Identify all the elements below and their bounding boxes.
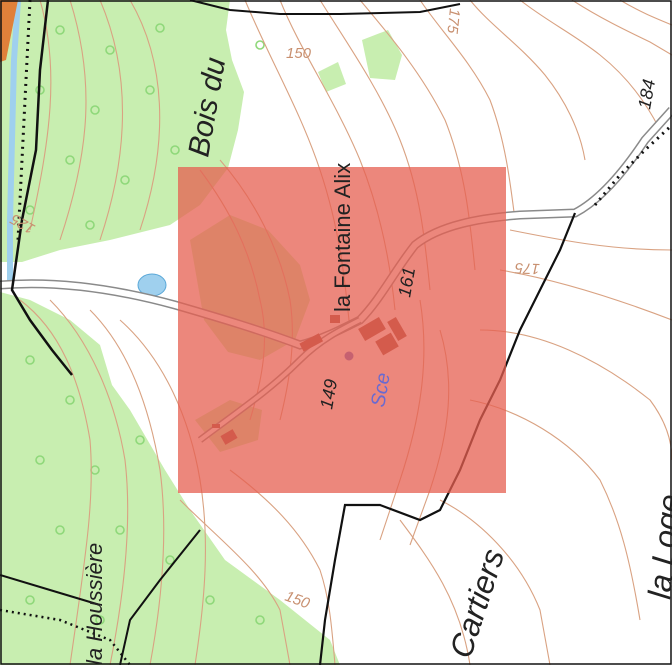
boundary-top bbox=[189, 0, 461, 15]
boundary-dotted-west bbox=[16, 0, 32, 241]
boundary-lower-left bbox=[0, 574, 101, 606]
contour-label-175-top: 175 bbox=[443, 8, 463, 35]
boundary-west bbox=[10, 0, 73, 376]
contour-label-175-mid: 175 bbox=[514, 259, 540, 277]
forest-area-houssiere bbox=[0, 292, 340, 665]
forest-patch-right bbox=[362, 30, 402, 80]
stream bbox=[7, 0, 21, 285]
boundary-south bbox=[0, 608, 131, 665]
label-fontaine: la Fontaine Alix bbox=[330, 163, 355, 312]
map-edge-marker bbox=[0, 0, 18, 62]
forest-patch-small bbox=[318, 62, 346, 92]
boundary-south-solid bbox=[119, 529, 201, 665]
highlight-area[interactable] bbox=[178, 167, 506, 493]
water-features bbox=[7, 0, 167, 297]
contour-label-150-top: 150 bbox=[286, 45, 312, 62]
boundary-dotted-east bbox=[593, 123, 672, 206]
label-houssiere: la Houssière bbox=[82, 543, 107, 665]
